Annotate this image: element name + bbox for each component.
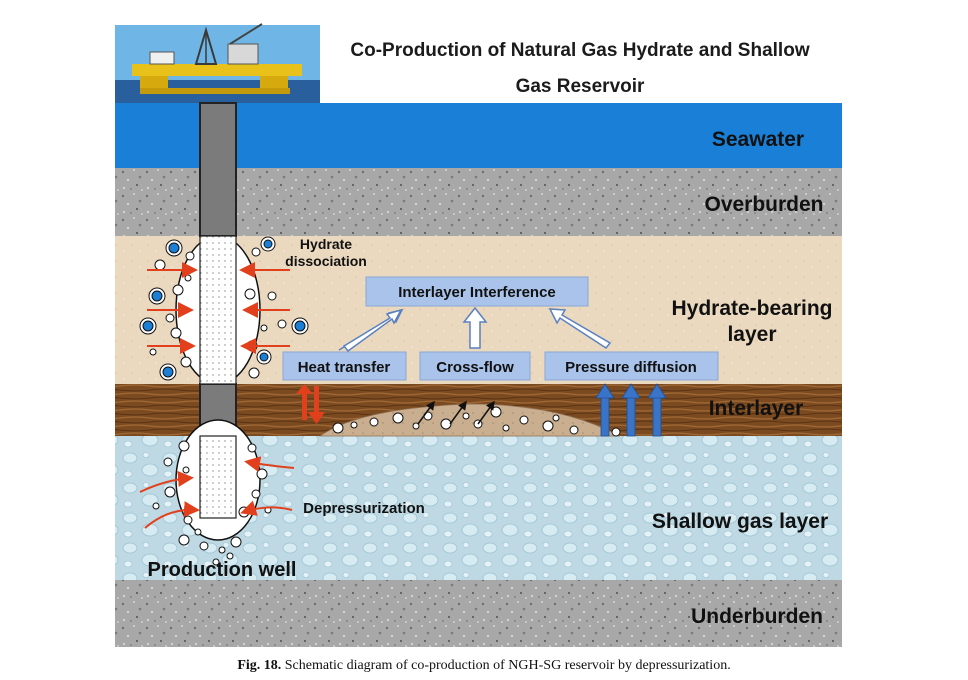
production-well-label: Production well <box>148 559 297 581</box>
crossflow-small-arrows <box>417 400 495 425</box>
figure-caption: Fig. 18. Schematic diagram of co-product… <box>0 658 968 674</box>
heat-transfer-arrows <box>296 384 325 424</box>
overburden-label: Overburden <box>704 193 823 216</box>
heat-transfer-box <box>282 351 407 381</box>
cross-flow-box <box>419 351 531 381</box>
well-casing-upper <box>199 102 237 237</box>
diagram-title-line2: Gas Reservoir <box>516 76 645 97</box>
pressure-diffusion-arrows <box>595 383 667 437</box>
inflow-curves-lower <box>139 456 295 529</box>
diagram-title-line1: Co-Production of Natural Gas Hydrate and… <box>350 40 809 61</box>
seawater-label: Seawater <box>712 128 804 151</box>
figure-caption-label: Fig. 18. <box>237 658 282 673</box>
gas-bubbles-upper <box>149 247 287 379</box>
well-screen-upper <box>199 235 237 385</box>
gas-bubbles-lower <box>152 440 272 566</box>
hydrate-dissociation-label-line1: Hydrate <box>300 236 352 252</box>
well-screen-lower <box>199 435 237 519</box>
figure-caption-text: Schematic diagram of co-production of NG… <box>284 658 731 673</box>
cross-flow-box-label: Cross-flow <box>436 359 514 376</box>
heat-transfer-box-label: Heat transfer <box>298 359 391 376</box>
underburden-layer <box>115 580 842 647</box>
hydrate-bubbles <box>139 236 309 381</box>
interference-box <box>365 276 589 307</box>
hydrate-layer-label-line2: layer <box>727 323 776 346</box>
drilling-platform-icon <box>115 23 320 103</box>
underburden-label: Underburden <box>691 605 823 628</box>
depressurization-label: Depressurization <box>303 500 425 517</box>
hydrate-dissociation-label-line2: dissociation <box>285 253 367 269</box>
pressure-diffusion-box <box>544 351 719 381</box>
interference-box-label: Interlayer Interference <box>398 284 556 301</box>
mechanism-to-interference-arrows <box>338 306 612 353</box>
shallow-gas-layer-label: Shallow gas layer <box>652 510 828 533</box>
inflow-arrows-upper <box>147 262 290 354</box>
hydrate-layer-label-line1: Hydrate-bearing <box>671 297 832 320</box>
interlayer-label: Interlayer <box>709 397 804 420</box>
pressure-diffusion-box-label: Pressure diffusion <box>565 359 697 376</box>
